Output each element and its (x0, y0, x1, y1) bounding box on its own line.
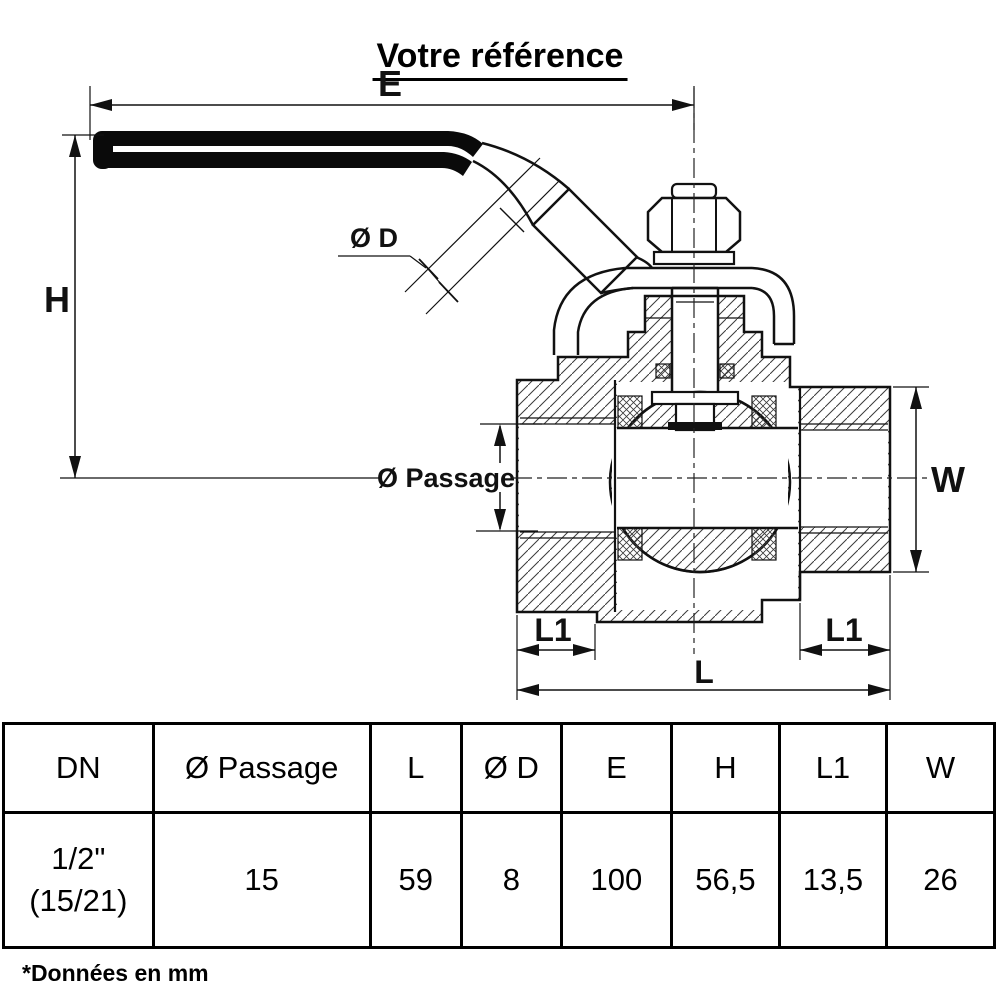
dimension-label-w: W (931, 459, 965, 500)
dimension-label-h: H (44, 279, 70, 320)
column-header-d: Ø D (459, 722, 563, 814)
dimension-label-d: Ø D (350, 223, 398, 253)
handle-hub (531, 187, 639, 295)
value-cell-h: 56,5 (669, 811, 781, 949)
valve-handle (93, 131, 796, 355)
handle-grip-bottom (104, 152, 472, 176)
body-outline (515, 294, 892, 624)
column-header-l1: L1 (777, 722, 888, 814)
valve-body (515, 286, 892, 624)
thread-lines (520, 417, 888, 539)
stem-slot (672, 288, 718, 392)
dimension-e: E (89, 63, 695, 140)
page-title: Votre référence (372, 37, 628, 81)
column-header-passage: Ø Passage (151, 722, 372, 814)
nut-facets (671, 198, 717, 252)
value-cell-d: 8 (459, 811, 563, 949)
dimension-l: L (517, 654, 890, 696)
dimension-passage: Ø Passage (60, 423, 542, 532)
column-header-l: L (368, 722, 463, 814)
dimension-l1-right: L1 (799, 575, 891, 700)
dimension-l1-left: L1 (516, 612, 596, 700)
handle-grip-top (104, 131, 483, 157)
dimension-label-l1-left: L1 (534, 612, 571, 648)
value-cell-l1: 13,5 (777, 811, 888, 949)
value-cell-e: 100 (559, 811, 673, 949)
ball-seats (617, 395, 777, 561)
port-separators (613, 380, 802, 612)
dimension-label-passage: Ø Passage (377, 463, 515, 493)
column-header-h: H (669, 722, 781, 814)
value-cell-dn: 1/2" (15/21) (2, 811, 155, 949)
dimension-d: Ø D (338, 157, 561, 315)
handle-hook (751, 266, 796, 346)
handle-lever (472, 141, 796, 355)
centerlines (512, 88, 932, 654)
data-row: 1/2" (15/21) 15 59 8 100 56,5 13,5 26 (2, 811, 997, 949)
dimension-h: H (44, 134, 104, 478)
value-cell-l: 59 (368, 811, 463, 949)
header-row: DN Ø Passage L Ø D E H L1 W (2, 722, 997, 814)
column-header-w: W (884, 722, 997, 814)
column-header-e: E (559, 722, 673, 814)
value-cell-passage: 15 (151, 811, 372, 949)
valve-technical-drawing: E H Ø D Ø Passage W L1 (44, 63, 965, 700)
stem (645, 286, 744, 432)
dimension-label-l1-right: L1 (825, 612, 862, 648)
dimension-label-e: E (378, 63, 402, 104)
footnote: *Données en mm (22, 960, 209, 986)
value-cell-w: 26 (884, 811, 997, 949)
spec-table-container: DN Ø Passage L Ø D E H L1 W 1/2" (15/21)… (2, 722, 997, 949)
dimension-w: W (893, 386, 965, 573)
handle-left-wrap (552, 266, 634, 355)
column-header-dn: DN (2, 722, 155, 814)
dimension-label-l: L (694, 654, 714, 690)
spec-table: DN Ø Passage L Ø D E H L1 W 1/2" (15/21)… (2, 722, 997, 949)
